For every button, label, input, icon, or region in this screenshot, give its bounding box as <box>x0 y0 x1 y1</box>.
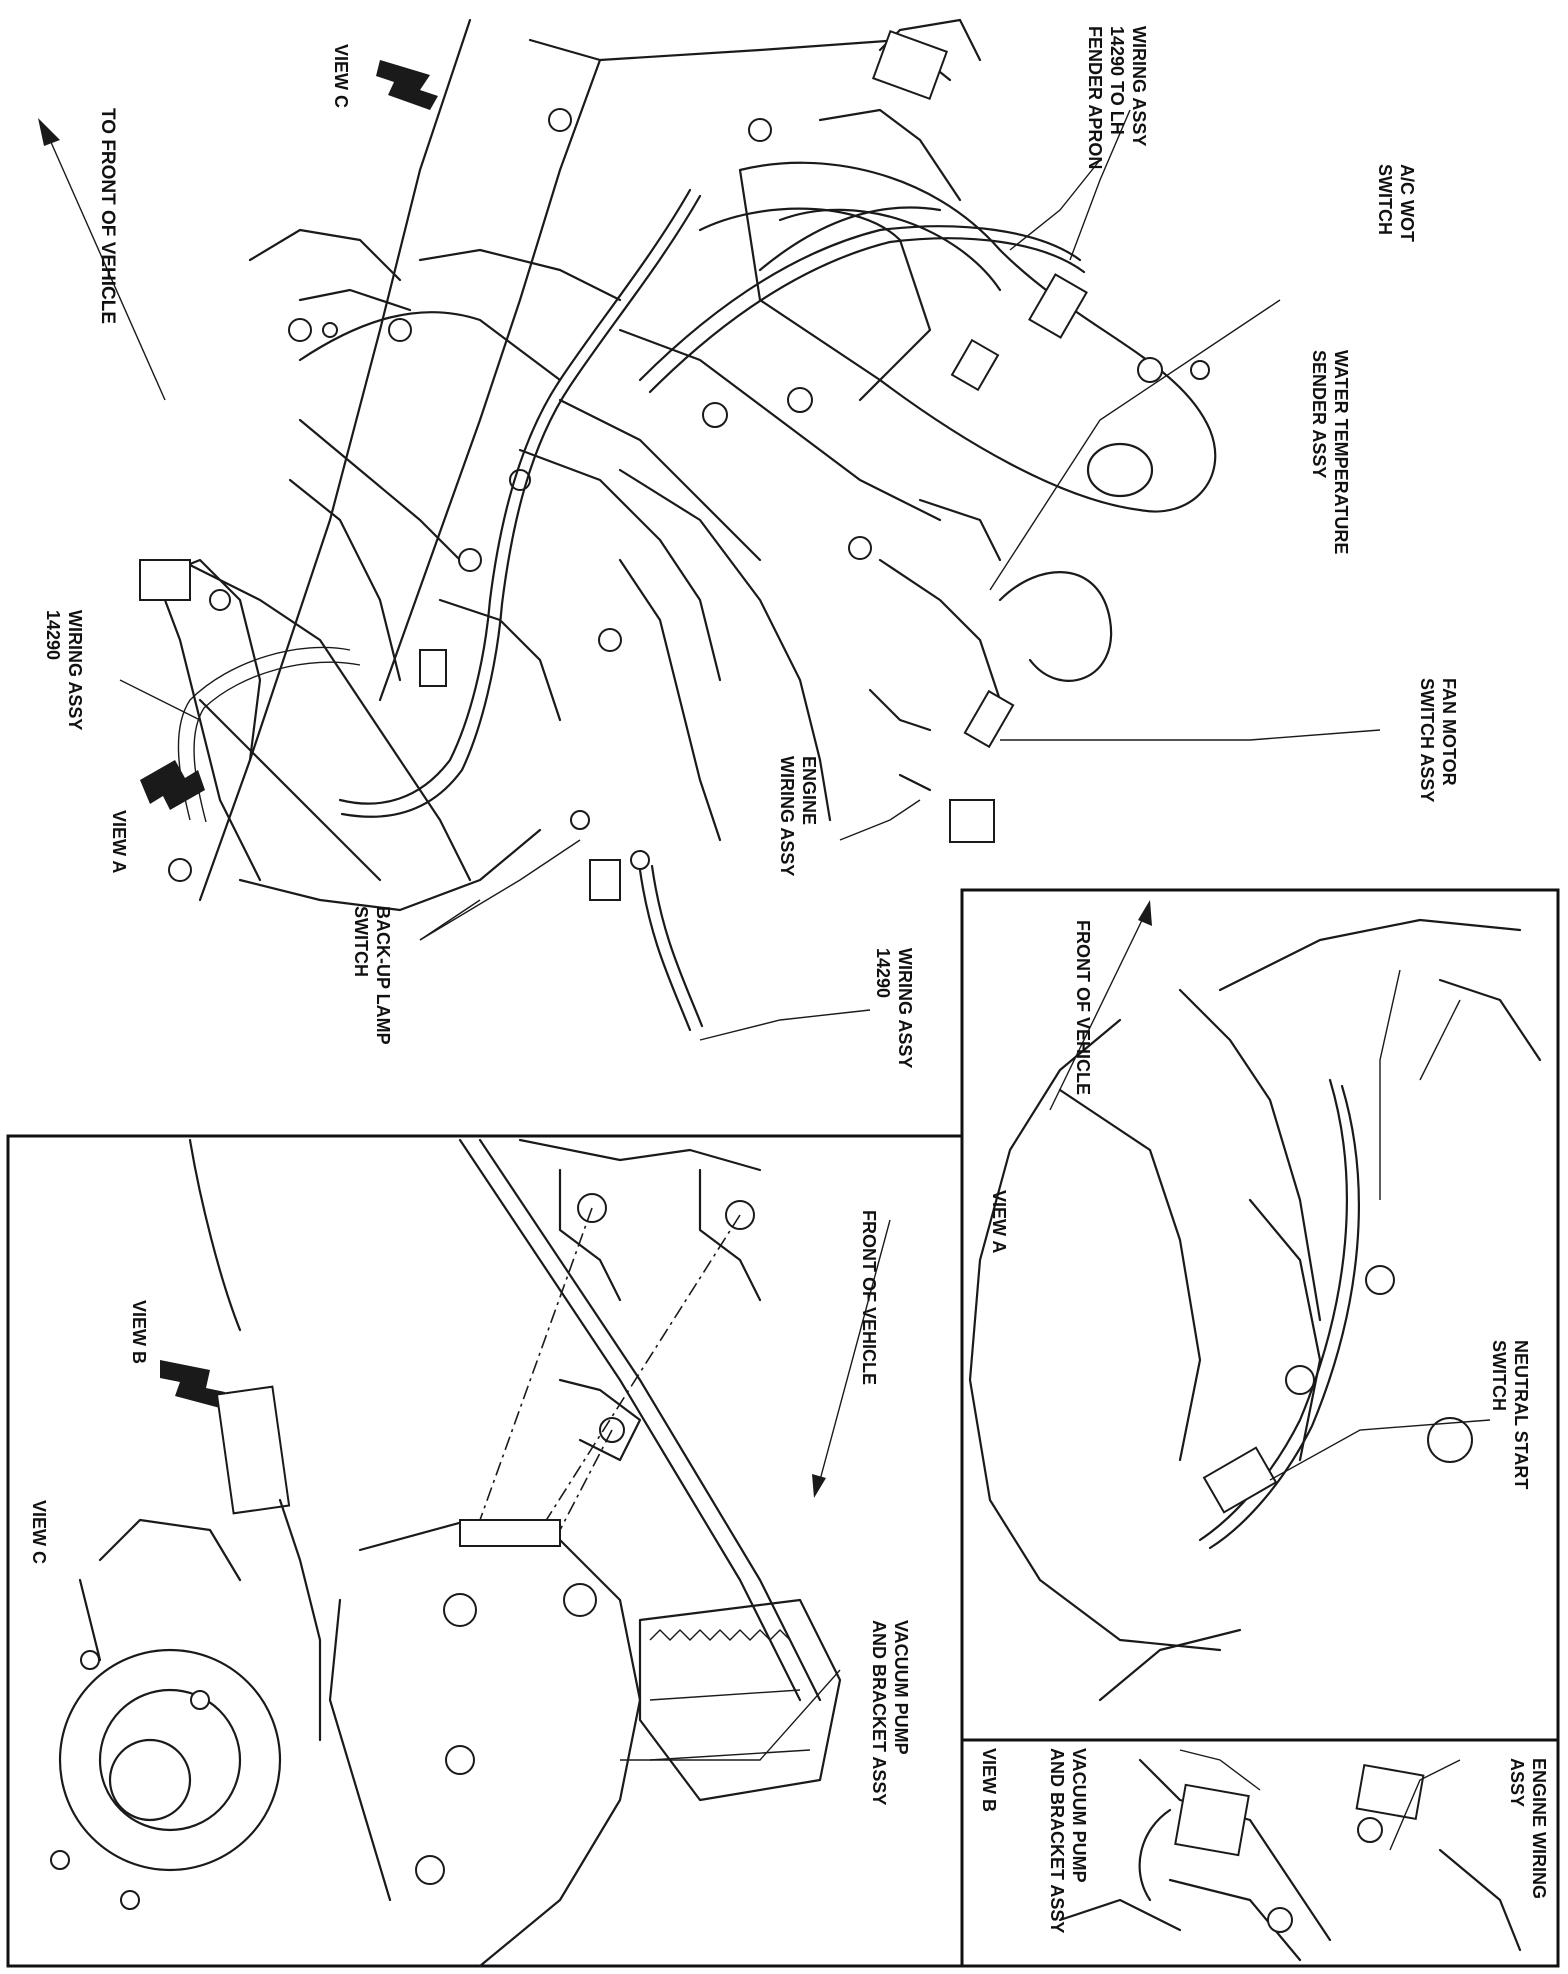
view-pointer-arrow-icon <box>376 60 438 110</box>
label-line: BACK-UP LAMP <box>373 906 393 1045</box>
label-line: ASSY <box>1507 1758 1527 1808</box>
main-engine-illustration <box>139 18 1217 1032</box>
label-line: AND BRACKET ASSY <box>869 1620 889 1806</box>
view-a-front-of-vehicle-label: FRONT OF VEHICLE <box>1073 920 1093 1095</box>
water-temperature-sender-label: WATER TEMPERATURE SENDER ASSY <box>1308 350 1352 554</box>
label-line: AND BRACKET ASSY <box>1047 1748 1067 1934</box>
view-a-title: VIEW A <box>989 1190 1009 1254</box>
label-line: FENDER APRON <box>1085 26 1105 170</box>
view-c-title: VIEW C <box>29 1500 49 1565</box>
label-line: 14290 <box>873 948 893 999</box>
label-line: ENGINE <box>799 756 819 826</box>
engine-wiring-assy-view-b-label: ENGINE WIRING ASSY <box>1506 1758 1550 1899</box>
label-line: WATER TEMPERATURE <box>1331 350 1351 555</box>
view-a-frame <box>960 888 1560 1742</box>
backup-lamp-switch-label: BACK-UP LAMP SWITCH <box>350 906 394 1045</box>
view-c-main-label: VIEW C <box>331 44 351 109</box>
label-line: SWITCH <box>1375 164 1395 235</box>
wiring-assy-14290-lh-label: WIRING ASSY 14290 TO LH FENDER APRON <box>1084 26 1150 169</box>
view-pointer-arrow-icon <box>160 1360 225 1408</box>
label-line: WIRING ASSY <box>777 756 797 877</box>
vacuum-pump-view-c-label: VACUUM PUMP AND BRACKET ASSY <box>868 1620 912 1805</box>
label-line: NEUTRAL START <box>1511 1340 1531 1490</box>
front-direction-arrow-icon <box>38 118 166 401</box>
label-line: SWITCH <box>1489 1340 1509 1411</box>
view-b-title: VIEW B <box>979 1748 999 1813</box>
wiring-assy-14290-left-label: WIRING ASSY 14290 <box>42 610 86 730</box>
front-direction-arrow-icon <box>812 1219 891 1498</box>
label-line: WIRING ASSY <box>65 610 85 731</box>
label-line: 14290 TO LH <box>1107 26 1127 135</box>
view-pointer-arrow-icon <box>140 760 205 810</box>
label-line: SWITCH <box>351 906 371 977</box>
label-line: ENGINE WIRING <box>1529 1758 1549 1900</box>
engine-wiring-assy-label: ENGINE WIRING ASSY <box>776 756 820 876</box>
label-line: VACUUM PUMP <box>891 1620 911 1755</box>
view-b-pointer-label: VIEW B <box>129 1300 149 1365</box>
neutral-start-switch-label: NEUTRAL START SWITCH <box>1488 1340 1532 1489</box>
front-direction-arrow-icon <box>1049 900 1152 1111</box>
view-c-illustration <box>50 1138 891 1968</box>
label-line: VACUUM PUMP <box>1069 1748 1089 1883</box>
fan-motor-switch-label: FAN MOTOR SWITCH ASSY <box>1416 678 1460 802</box>
wiring-assy-14290-right-label: WIRING ASSY 14290 <box>872 948 916 1068</box>
label-line: A/C WOT <box>1397 164 1417 242</box>
view-c-front-of-vehicle-label: FRONT OF VEHICLE <box>859 1210 879 1385</box>
to-front-of-vehicle-label: TO FRONT OF VEHICLE <box>97 108 118 325</box>
vacuum-pump-view-b-label: VACUUM PUMP AND BRACKET ASSY <box>1046 1748 1090 1933</box>
label-line: 14290 <box>43 610 63 661</box>
view-a-illustration <box>968 900 1542 1702</box>
view-b-illustration <box>1058 1749 1522 1962</box>
ac-wot-switch-label: A/C WOT SWITCH <box>1374 164 1418 242</box>
label-line: SENDER ASSY <box>1309 350 1329 479</box>
label-line: FAN MOTOR <box>1439 678 1459 786</box>
label-line: WIRING ASSY <box>895 948 915 1069</box>
view-c-frame <box>6 1134 964 1968</box>
label-line: WIRING ASSY <box>1129 26 1149 147</box>
leader-lines-main <box>119 109 1381 1041</box>
view-a-main-label: VIEW A <box>109 810 129 874</box>
label-line: SWITCH ASSY <box>1417 678 1437 803</box>
